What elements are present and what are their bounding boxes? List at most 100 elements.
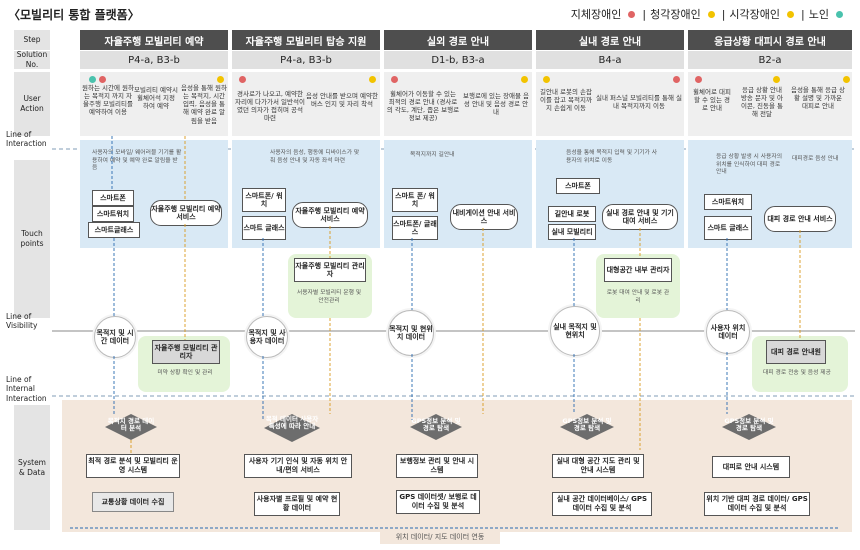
data-circle-1: 목적지 및 시간 데이터: [94, 316, 136, 358]
row-label-user-action: User Action: [14, 72, 50, 136]
analysis-diamond-3: [410, 414, 462, 440]
touch-note-5: 응급 상황 발생 시 사용자의 위치를 인식하여 대피 경로 안내: [716, 154, 783, 176]
service-reservation-2: 자율주행 모빌리티 예약 서비스: [292, 202, 368, 228]
teal-dot-icon: [89, 76, 96, 83]
yellow-dot-icon: [707, 10, 715, 18]
row-label-system-data: System & Data: [14, 405, 50, 530]
system-box-4b: 실내 공간 데이터베이스/ GPS 데이터 수집 및 분석: [552, 492, 652, 516]
manager-note-5: 대피 경로 전송 및 음성 제공: [763, 370, 831, 376]
yellow-dot-icon: [787, 10, 795, 18]
red-dot-icon: [99, 76, 106, 83]
system-box-1b: 교통상황 데이터 수집: [92, 492, 174, 512]
row-label-touch-points: Touch points: [14, 160, 50, 318]
manager-note-2: 서용자별 모빌리티 운행 및 안전관리: [296, 290, 362, 304]
user-action-box-2: [232, 72, 380, 136]
legend-sep: |: [801, 7, 805, 21]
device-glass-5: 스마트 글래스: [704, 216, 752, 240]
line-label-interaction: Line of Interaction: [6, 130, 47, 149]
user-action-5a: 휠체어로 대피할 수 있는 경로 안내: [693, 88, 731, 113]
user-action-box-5: [688, 72, 852, 136]
analysis-diamond-4: [560, 414, 614, 440]
touch-note-4: 음성을 통해 목적지 입력 및 기기가 사용자의 위치로 이동: [566, 150, 658, 164]
user-action-4a: 길안내 로봇의 손잡이를 잡고 목적지까지 손쉽게 이동: [540, 88, 592, 113]
solution-1: P4-a, B3-b: [80, 51, 228, 69]
red-dot-icon: [391, 76, 398, 83]
user-action-box-3: [384, 72, 532, 136]
teal-dot-icon: [836, 10, 843, 18]
legend-item-1: 지체장애인: [570, 8, 622, 21]
page-title: 〈모빌리티 통합 플랫폼〉: [8, 8, 140, 22]
analysis-label-3: GPS정보 분석 및 경로 탐색: [411, 417, 461, 433]
device-indoor-mobility: 실내 모빌리티: [548, 224, 596, 240]
system-box-3a: 보행정보 관리 및 안내 시스템: [396, 454, 478, 478]
touch-note-5b: 대피경로 음성 안내: [792, 156, 839, 162]
user-action-2a: 경사로가 나오고, 예약한 자리에 다가가서 일반석이였던 의자가 접히며 공석…: [235, 90, 305, 123]
user-action-2b: 음성 안내를 받으며 예약한 버스 인지 및 자리 착석: [306, 92, 378, 109]
device-glass: 스마트 글래스: [242, 216, 286, 240]
system-box-1a: 최적 경로 분석 및 모빌리티 운영 시스템: [86, 454, 180, 478]
system-box-2a: 사용자 기기 인식 및 자동 위치 안내/편의 서비스: [244, 454, 352, 478]
user-action-3b: 보행로에 있는 장애물 음성 안내 및 음성 경로 안내: [463, 92, 529, 117]
device-smartglass: 스마트글래스: [88, 222, 140, 238]
solution-2: P4-a, B3-b: [232, 51, 380, 69]
service-evacuation: 대피 경로 안내 서비스: [764, 206, 836, 232]
solution-5: B2-a: [688, 51, 852, 69]
yellow-dot-icon: [217, 76, 224, 83]
yellow-dot-icon: [543, 76, 550, 83]
analysis-diamond-5: [722, 414, 776, 440]
red-dot-icon: [628, 10, 636, 18]
device-smartwatch: 스마트워치: [92, 206, 134, 222]
data-circle-4: 실내 목적지 및 현위치: [550, 306, 600, 356]
red-dot-icon: [673, 76, 680, 83]
step-header-4: 실내 경로 안내: [536, 30, 684, 50]
device-phone-glass-3: 스마트폰/ 글래스: [392, 216, 438, 240]
system-box-2b: 사용자별 프로필 및 예약 현황 데이터: [254, 492, 340, 516]
legend-sep: |: [721, 7, 726, 21]
touch-note-2: 사용자의 음성, 행동에 디바이스가 맞춰 음성 안내 및 자동 좌석 마련: [270, 150, 360, 164]
device-phone-watch: 스마트폰/ 워치: [242, 188, 286, 212]
service-reservation-1: 자율주행 모빌리티 예약 서비스: [150, 200, 222, 226]
manager-box-1: 자율주행 모빌리티 관리자: [152, 340, 220, 364]
red-dot-icon: [695, 76, 702, 83]
manager-note-1: 미약 상황 확인 및 관리: [157, 370, 213, 376]
solution-4: B4-a: [536, 51, 684, 69]
service-navigation: 내비게이션 안내 서비스: [450, 204, 518, 230]
step-header-3: 실외 경로 안내: [384, 30, 532, 50]
analysis-label-1: 목적지 경로 데이터 분석: [107, 417, 155, 433]
system-box-5a: 대피로 안내 시스템: [712, 456, 790, 478]
legend-item-4: 노인: [808, 8, 829, 21]
data-circle-3: 목적지 및 현위치 데이터: [388, 310, 434, 356]
row-label-solution: Solution No.: [14, 50, 50, 69]
user-action-box-1: [80, 72, 228, 136]
system-box-5b: 위치 기반 대피 경로 데이터/ GPS 데이터 수집 및 분석: [704, 492, 810, 516]
user-action-4b: 실내 퍼스널 모빌리티를 통해 실내 목적지까지 이동: [596, 94, 683, 111]
device-smartphone-4: 스마트폰: [556, 178, 600, 194]
user-action-5c: 음성을 통해 응급 상황 설명 및 가까운 대피로 안내: [790, 86, 846, 111]
footer-label: 위치 데이터/ 지도 데이터 연동: [380, 530, 500, 544]
device-guide-robot: 길안내 로봇: [548, 206, 596, 222]
user-action-1b: 모빌리티 예약시 휠체어석 지정 하여 예약: [134, 86, 178, 111]
analysis-diamond-2: [264, 414, 320, 442]
manager-box-4: 대형공간 내부 관리자: [604, 258, 672, 282]
red-dot-icon: [239, 76, 246, 83]
line-label-internal: Line of Internal Interaction: [6, 375, 47, 403]
user-action-5b: 응급 상황 안내 방송 문자 및 아이콘, 진동을 통해 전달: [740, 86, 784, 119]
yellow-dot-icon: [843, 76, 850, 83]
yellow-dot-icon: [521, 76, 528, 83]
device-smartwatch-5: 스마트워치: [704, 194, 752, 210]
touch-note-3: 목적지까지 길안내: [410, 152, 455, 158]
user-action-3a: 휠체어가 이동할 수 있는 최적의 경로 안내 (경사로의 각도, 계단, 좁은…: [386, 90, 460, 123]
legend-item-3: 시각장애인: [729, 8, 781, 21]
yellow-dot-icon: [369, 76, 376, 83]
solution-3: D1-b, B3-a: [384, 51, 532, 69]
analysis-label-4: GPS정보 분석 및 경로 탐색: [562, 417, 612, 433]
data-circle-2: 목적지 및 사용자 데이터: [246, 316, 288, 358]
row-label-step: Step: [14, 30, 50, 50]
system-box-4a: 실내 대형 공간 지도 관리 및 안내 시스템: [552, 454, 644, 478]
line-label-visibility: Line of Visibility: [6, 312, 38, 331]
manager-box-5: 대피 경로 안내원: [766, 340, 826, 364]
legend-item-2: 청각장애인: [650, 8, 701, 21]
system-box-3b: GPS 데이터셋/ 보행로 데이터 수집 및 분석: [396, 490, 480, 514]
analysis-label-2: 목적 데이터 사용자 특성에 따라 안내: [265, 415, 319, 431]
